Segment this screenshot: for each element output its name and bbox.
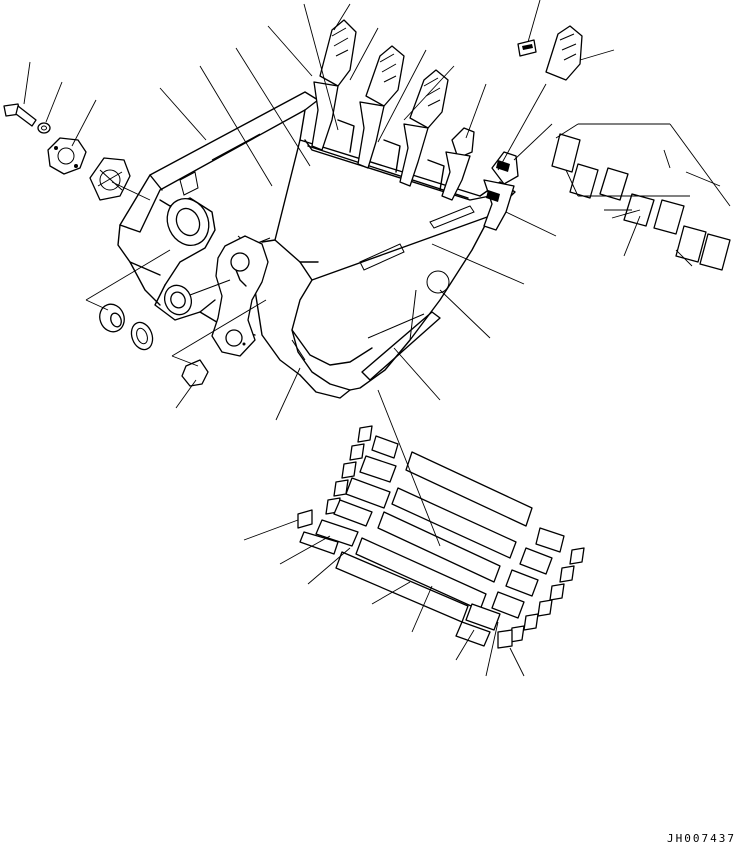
drawing-code: JH007437 xyxy=(667,832,736,845)
pin-assembly xyxy=(3,103,209,387)
side-wear-plates xyxy=(551,133,731,271)
bottom-wear-panel xyxy=(297,425,585,649)
bucket-teeth xyxy=(311,19,519,231)
spare-tooth xyxy=(517,25,583,81)
bucket-body xyxy=(117,91,516,399)
leader-lines xyxy=(23,0,731,677)
